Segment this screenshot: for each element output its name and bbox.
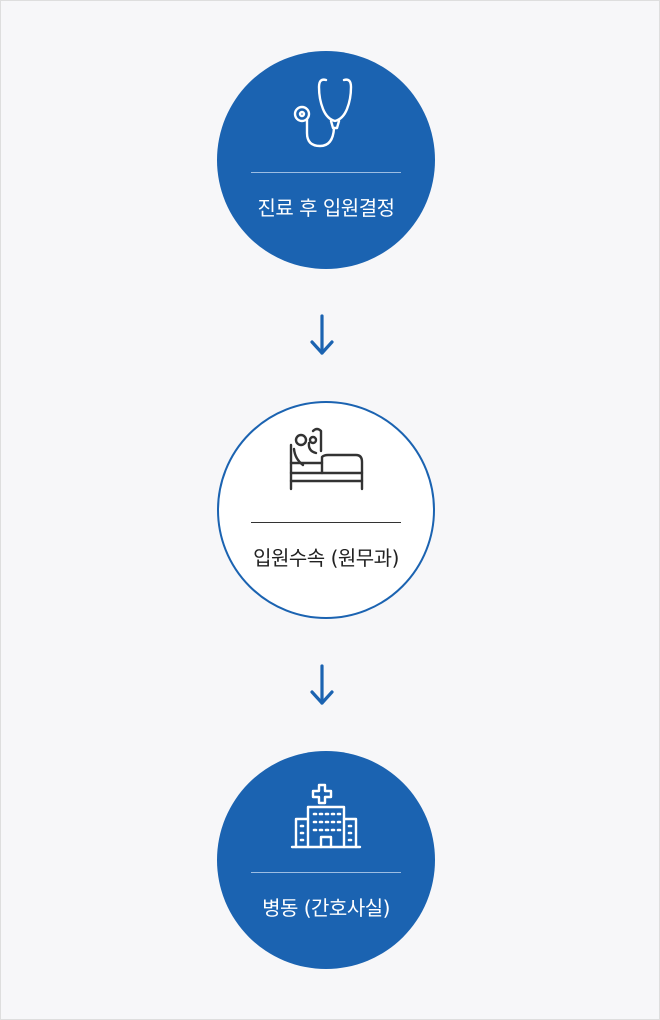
stethoscope-icon [293, 78, 353, 148]
step-label: 입원수속 (원무과) [253, 546, 399, 570]
step-ward: 병동 (간호사실) [217, 751, 435, 969]
step-divider [251, 522, 401, 523]
step-divider [251, 172, 401, 173]
arrow-down-icon [310, 314, 334, 355]
hospital-building-icon [290, 783, 362, 849]
step-label: 진료 후 입원결정 [257, 196, 395, 220]
arrow-down-icon [310, 664, 334, 705]
hospital-bed-icon [289, 427, 364, 491]
step-divider [251, 872, 401, 873]
step-diagnosis: 진료 후 입원결정 [217, 51, 435, 269]
step-admission: 입원수속 (원무과) [217, 401, 435, 619]
step-label: 병동 (간호사실) [262, 896, 390, 920]
